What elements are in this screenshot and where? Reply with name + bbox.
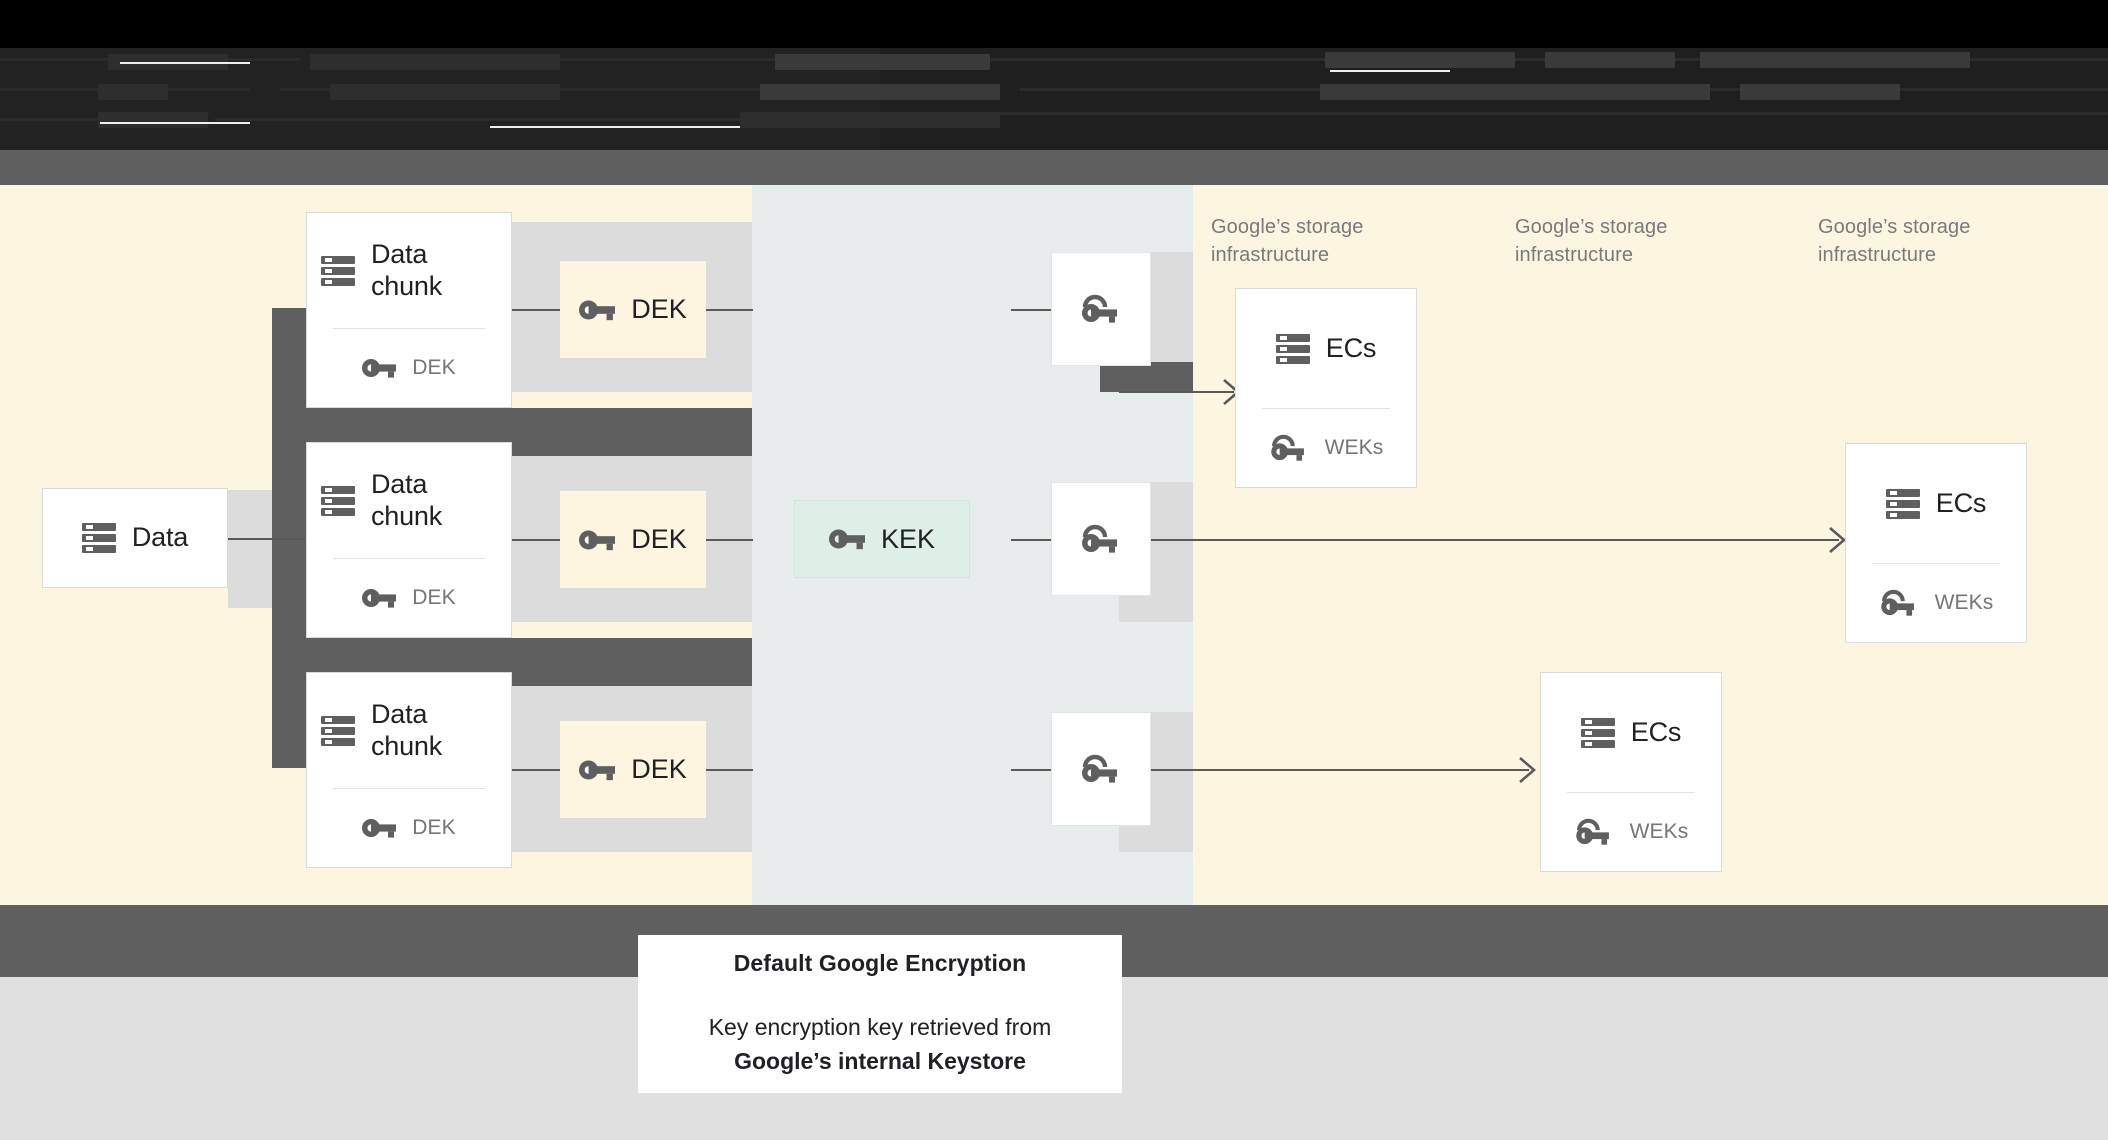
kek-box-label: KEK bbox=[880, 523, 936, 554]
card-data-chunk-1[interactable]: Data chunk DEK bbox=[306, 212, 512, 408]
dek-box-3[interactable]: DEK bbox=[560, 721, 706, 818]
card-ecs-1[interactable]: ECs WEKs bbox=[1235, 288, 1417, 488]
card-ecs-3-key-row: WEKs bbox=[1541, 793, 1721, 871]
key-icon bbox=[579, 529, 616, 551]
card-chunk-1-title: Data chunk bbox=[371, 238, 443, 301]
card-ecs-1-title: ECs bbox=[1325, 332, 1377, 363]
connector-data-to-chunks bbox=[228, 538, 312, 540]
card-data-top: Data bbox=[43, 489, 227, 587]
caption-line-1: Key encryption key retrieved from bbox=[708, 1013, 1052, 1040]
card-data[interactable]: Data bbox=[42, 488, 228, 588]
redaction-bar-wek bbox=[1100, 362, 1193, 392]
connector-dek1-wek1 bbox=[705, 309, 753, 311]
card-chunk-3-top: Data chunk bbox=[307, 673, 511, 788]
card-ecs-2-divider bbox=[1872, 563, 2000, 564]
connector-chunk1-dek1 bbox=[512, 309, 560, 311]
card-chunk-3-divider bbox=[333, 788, 485, 789]
dek-box-2[interactable]: DEK bbox=[560, 491, 706, 588]
card-ecs-1-key-row: WEKs bbox=[1236, 409, 1416, 487]
storage-icon bbox=[1580, 717, 1615, 749]
card-ecs-2-title: ECs bbox=[1935, 487, 1987, 518]
card-data-chunk-2[interactable]: Data chunk DEK bbox=[306, 442, 512, 638]
card-ecs-2-top: ECs bbox=[1846, 444, 2026, 563]
connector-wek3-ec3 bbox=[1119, 769, 1529, 771]
dek-box-3-label: DEK bbox=[631, 754, 687, 784]
card-chunk-1-top: Data chunk bbox=[307, 213, 511, 328]
storage-icon bbox=[81, 522, 116, 554]
storage-icon bbox=[321, 255, 355, 287]
caption-line-2: Google’s internal Keystore bbox=[734, 1047, 1026, 1074]
card-chunk-2-divider bbox=[333, 558, 485, 559]
connector-dek3-wek3 bbox=[705, 769, 753, 771]
wrapped-key-icon bbox=[1080, 524, 1122, 554]
key-icon bbox=[579, 299, 616, 321]
card-ecs-1-key-label: WEKs bbox=[1324, 436, 1384, 459]
card-chunk-1-divider bbox=[333, 328, 485, 329]
card-ecs-3-divider bbox=[1567, 792, 1695, 793]
dek-box-1[interactable]: DEK bbox=[560, 261, 706, 358]
caption-title: Default Google Encryption bbox=[733, 949, 1027, 976]
connector-wek2-ec2 bbox=[1119, 539, 1839, 541]
card-chunk-3-title: Data chunk bbox=[371, 698, 443, 761]
key-icon bbox=[362, 358, 397, 378]
card-chunk-2-title: Data chunk bbox=[371, 468, 443, 531]
wrapped-key-box-2[interactable] bbox=[1051, 482, 1151, 596]
arrow-head-ec2 bbox=[1829, 527, 1846, 553]
key-icon bbox=[828, 528, 865, 550]
key-icon bbox=[362, 818, 397, 838]
storage-icon bbox=[1275, 333, 1310, 365]
connector-kek-wek3 bbox=[1011, 769, 1051, 771]
wrapped-key-icon bbox=[1269, 434, 1309, 462]
dek-box-1-label: DEK bbox=[631, 294, 687, 324]
card-ecs-3-key-label: WEKs bbox=[1629, 820, 1689, 843]
storage-label-2: Google’s storage infrastructure bbox=[1515, 216, 1668, 267]
card-chunk-1-key-row: DEK bbox=[307, 329, 511, 407]
wrapped-key-icon bbox=[1879, 589, 1919, 617]
dek-box-2-label: DEK bbox=[631, 524, 687, 554]
connector-kek-wek1 bbox=[1011, 309, 1051, 311]
top-gray-band bbox=[0, 150, 2108, 185]
storage-icon bbox=[321, 485, 355, 517]
card-ecs-3-title: ECs bbox=[1630, 716, 1682, 747]
wrapped-key-icon bbox=[1574, 818, 1614, 846]
wrapped-key-icon bbox=[1080, 294, 1122, 324]
wrapped-key-box-1[interactable] bbox=[1051, 252, 1151, 366]
card-ecs-3-top: ECs bbox=[1541, 673, 1721, 792]
card-ecs-1-divider bbox=[1262, 408, 1390, 409]
card-chunk-2-top: Data chunk bbox=[307, 443, 511, 558]
card-data-title: Data bbox=[131, 522, 189, 553]
storage-label-1: Google’s storage infrastructure bbox=[1211, 216, 1364, 267]
card-chunk-3-key-row: DEK bbox=[307, 789, 511, 867]
connector-dek2-wek2 bbox=[705, 539, 753, 541]
storage-icon bbox=[321, 715, 355, 747]
card-ecs-3[interactable]: ECs WEKs bbox=[1540, 672, 1722, 872]
card-ecs-2-key-row: WEKs bbox=[1846, 564, 2026, 642]
card-ecs-2-key-label: WEKs bbox=[1934, 591, 1994, 614]
storage-icon bbox=[1885, 488, 1920, 520]
storage-label-3: Google’s storage infrastructure bbox=[1818, 216, 1971, 267]
caption-body: Key encryption key retrieved from Google… bbox=[709, 1011, 1052, 1078]
card-ecs-1-top: ECs bbox=[1236, 289, 1416, 408]
card-chunk-3-key-label: DEK bbox=[412, 816, 456, 839]
card-chunk-2-key-row: DEK bbox=[307, 559, 511, 637]
kek-box[interactable]: KEK bbox=[794, 500, 970, 578]
connector-chunk3-dek3 bbox=[512, 769, 560, 771]
connector-chunk2-dek2 bbox=[512, 539, 560, 541]
connector-wek1-ec1 bbox=[1119, 391, 1234, 393]
card-data-chunk-3[interactable]: Data chunk DEK bbox=[306, 672, 512, 868]
card-chunk-2-key-label: DEK bbox=[412, 586, 456, 609]
wrapped-key-icon bbox=[1080, 754, 1122, 784]
key-icon bbox=[362, 588, 397, 608]
key-icon bbox=[579, 759, 616, 781]
arrow-head-ec3 bbox=[1519, 757, 1536, 783]
wrapped-key-box-3[interactable] bbox=[1051, 712, 1151, 826]
connector-kek-wek2 bbox=[1011, 539, 1051, 541]
caption-box: Default Google Encryption Key encryption… bbox=[638, 935, 1122, 1093]
card-ecs-2[interactable]: ECs WEKs bbox=[1845, 443, 2027, 643]
card-chunk-1-key-label: DEK bbox=[412, 356, 456, 379]
